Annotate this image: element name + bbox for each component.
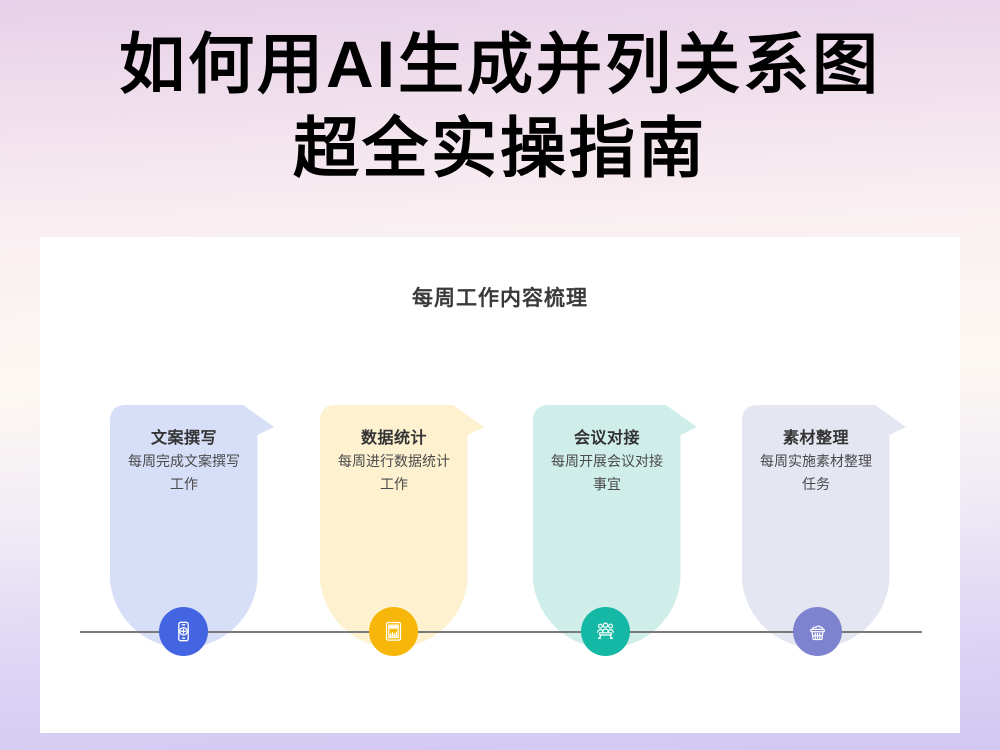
card-title: 会议对接 (573, 430, 640, 447)
basket-icon (793, 607, 842, 656)
card-description: 每周实施素材整理任务 (760, 453, 872, 492)
card-shape (742, 405, 906, 648)
page-title: 如何用AI生成并列关系图 超全实操指南 (0, 22, 1000, 190)
card-shape (533, 405, 697, 648)
card-description: 每周进行数据统计工作 (338, 453, 450, 492)
spreadsheet-icon (369, 607, 418, 656)
card-title: 文案撰写 (150, 430, 217, 447)
meeting-icon (581, 607, 630, 656)
card-statistics: 数据统计 每周进行数据统计工作 (320, 405, 484, 654)
card-bubble-shape (110, 405, 274, 648)
card-materials: 素材整理 每周实施素材整理任务 (742, 405, 906, 654)
card-bubble-shape (320, 405, 484, 648)
diagram-title: 每周工作内容梳理 (412, 287, 588, 310)
timeline-rule (80, 631, 922, 633)
card-copywriting: 文案撰写 每周完成文案撰写工作 (110, 405, 274, 654)
diagram-panel: 每周工作内容梳理 文案撰写 每周完成文案撰写工作 数据统计 每周进行数据统计工作… (40, 237, 960, 733)
card-shape (320, 405, 484, 648)
card-bubble-shape (533, 405, 697, 648)
page-title-line1: 如何用AI生成并列关系图 (119, 27, 881, 101)
card-description: 每周完成文案撰写工作 (128, 453, 240, 492)
card-title: 数据统计 (360, 430, 427, 447)
phone-plus-icon (159, 607, 208, 656)
page-title-line2: 超全实操指南 (293, 111, 707, 185)
card-shape (110, 405, 274, 648)
card-bubble-shape (742, 405, 906, 648)
card-meetings: 会议对接 每周开展会议对接事宜 (533, 405, 697, 654)
card-title: 素材整理 (782, 430, 849, 447)
card-description: 每周开展会议对接事宜 (551, 453, 663, 492)
